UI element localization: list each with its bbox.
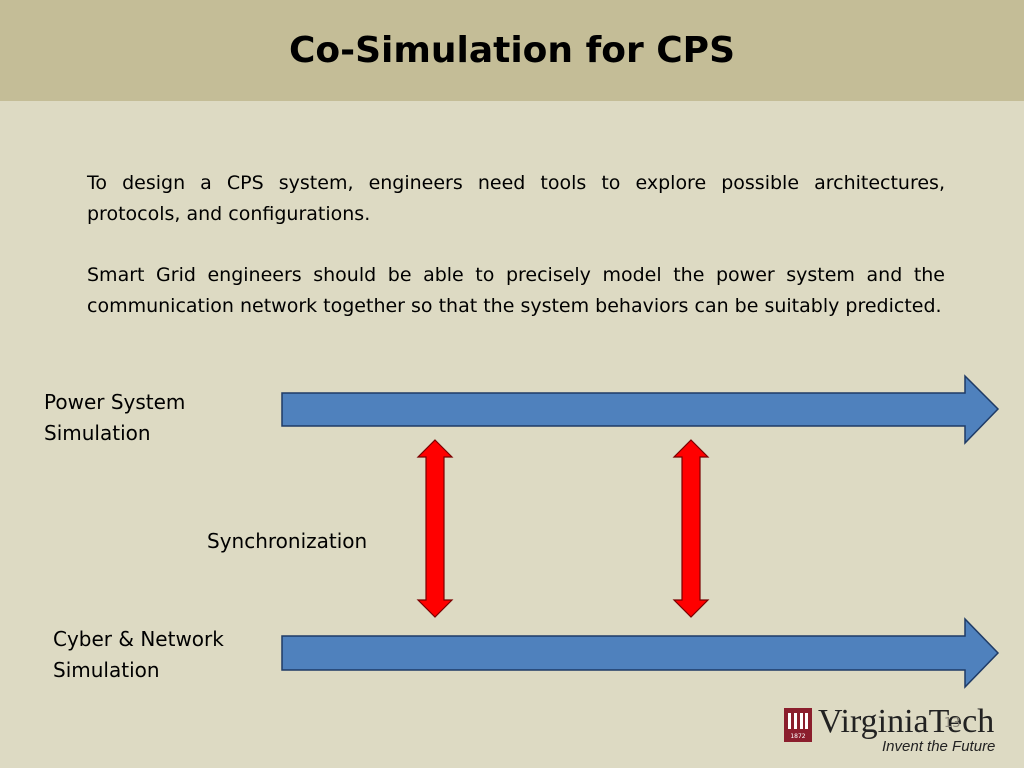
synchronization-label: Synchronization: [207, 529, 368, 553]
body-paragraph-1: To design a CPS system, engineers need t…: [87, 172, 945, 225]
logo-year: 1872: [790, 733, 806, 740]
cyber-network-label: Cyber & Network Simulation: [53, 627, 224, 682]
power-system-timeline-arrow: [281, 374, 1000, 445]
sync-arrow-right: [672, 439, 710, 618]
title-bar: [0, 0, 1024, 101]
slide-title: Co-Simulation for CPS: [289, 30, 735, 71]
power-system-label: Power System Simulation: [44, 390, 186, 445]
logo-emblem-icon: 1872: [784, 708, 812, 742]
body-paragraph-2: Smart Grid engineers should be able to p…: [87, 264, 945, 317]
logo-wordmark: VirginiaTech: [818, 703, 995, 740]
sync-arrow-left: [416, 439, 454, 618]
logo-tagline: Invent the Future: [882, 738, 996, 755]
slide-number: 13: [944, 716, 961, 731]
virginia-tech-logo: 1872 VirginiaTech Invent the Future: [784, 702, 1020, 762]
cyber-network-timeline-arrow: [281, 617, 1000, 689]
slide-body: To design a CPS system, engineers need t…: [87, 168, 945, 352]
